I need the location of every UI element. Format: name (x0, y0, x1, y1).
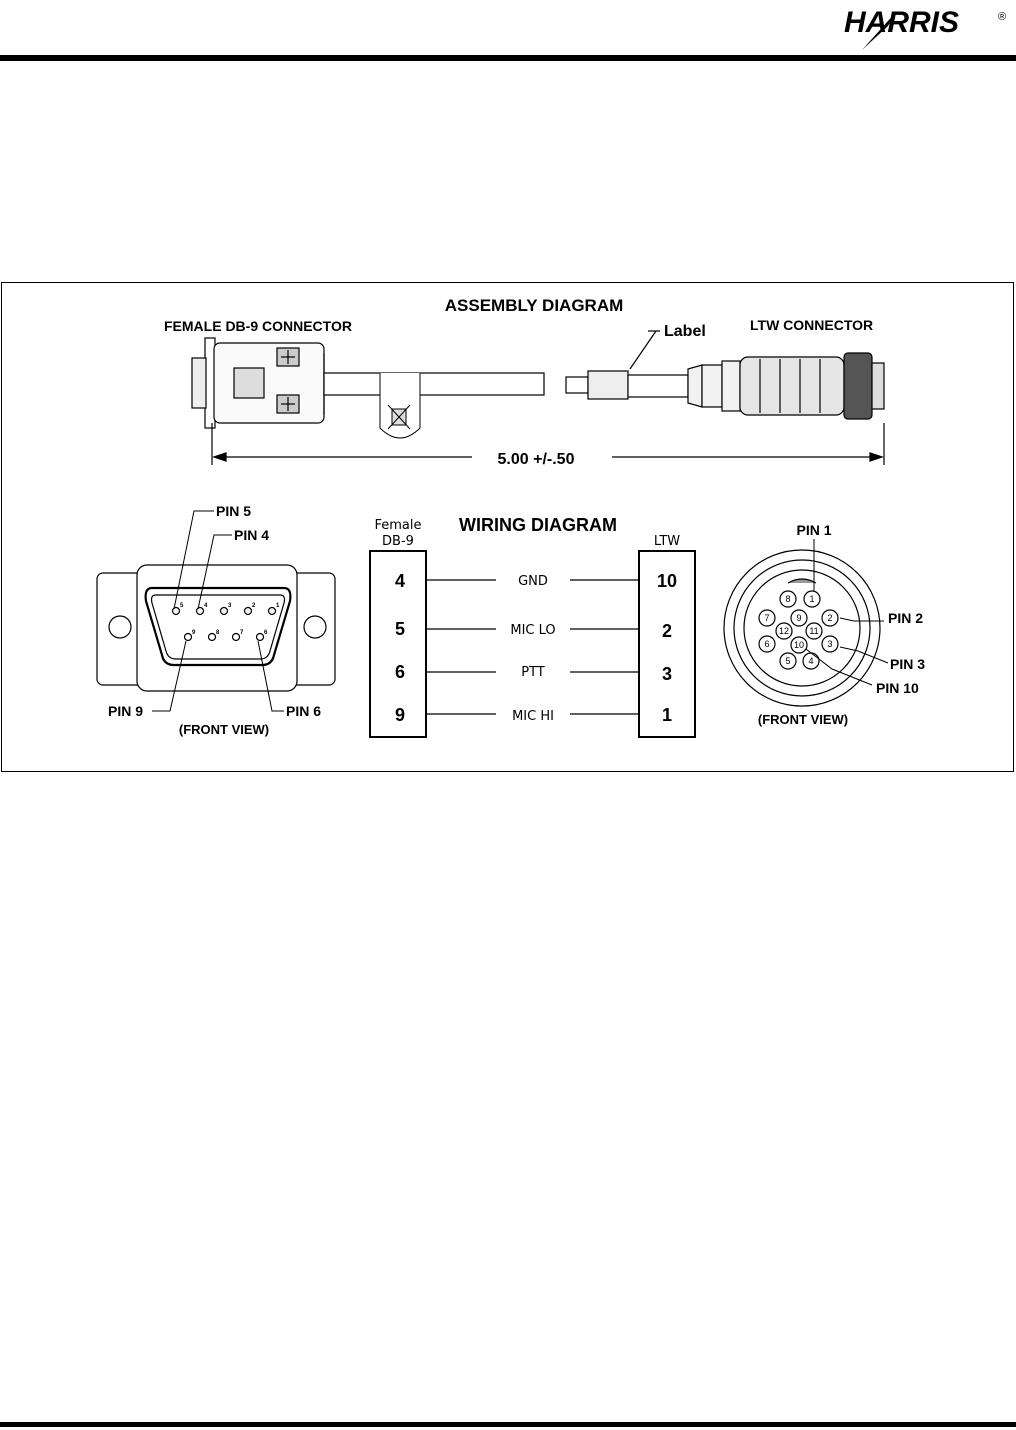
footer-rule (0, 1422, 1016, 1427)
ltw-pin-number: 2 (827, 613, 832, 623)
cable-diagram-figure: ASSEMBLY DIAGRAM FEMALE DB-9 CONNECTOR L… (1, 282, 1014, 772)
ltw-pin10-label: PIN 10 (876, 680, 919, 696)
signal-name-cell: GND (518, 574, 548, 589)
ltw-pin-number-cell: 1 (662, 705, 672, 725)
db9-pin9-label: PIN 9 (108, 703, 143, 719)
ltw-pin-number: 7 (764, 613, 769, 623)
cable-left-segment (324, 373, 544, 395)
wiring-row-ptt: 6 PTT 3 (395, 662, 672, 684)
ltw-pin2-label: PIN 2 (888, 610, 923, 626)
db9-connector-side-icon (192, 338, 324, 428)
wiring-row-mic-hi: 9 MIC HI 1 (395, 705, 672, 725)
ltw-pin-number: 4 (808, 656, 813, 666)
logo-text: HARRIS (844, 6, 959, 39)
harris-logo: HARRIS ® (826, 0, 1016, 52)
weee-tag-icon (380, 373, 420, 438)
ltw-pin-number: 1 (809, 594, 814, 604)
assembly-diagram-title: ASSEMBLY DIAGRAM (445, 296, 624, 315)
db9-pin-number-cell: 9 (395, 705, 405, 725)
db9-column-header-line1: Female (374, 518, 421, 533)
db9-pin-number-cell: 5 (395, 619, 405, 639)
ltw-pin-number: 6 (764, 639, 769, 649)
db9-pin5-label: PIN 5 (216, 503, 251, 519)
ltw-pin-number: 10 (794, 640, 804, 650)
ltw-pin-number-cell: 3 (662, 664, 672, 684)
ltw-front-view-caption: (FRONT VIEW) (758, 712, 848, 727)
label-callout-leader (630, 331, 656, 369)
ltw-pin-number-cell: 10 (657, 571, 677, 591)
db9-pin-number-cell: 4 (395, 571, 405, 591)
ltw-column-header: LTW (654, 534, 680, 549)
label-callout-text: Label (664, 323, 706, 340)
db9-front-view-icon (97, 565, 335, 691)
header-rule (0, 55, 1016, 61)
ltw-pin1-label: PIN 1 (796, 522, 831, 538)
cable-diagram-svg: ASSEMBLY DIAGRAM FEMALE DB-9 CONNECTOR L… (2, 283, 1015, 773)
ltw-pin-number: 3 (827, 639, 832, 649)
ltw-connector-side-icon (688, 353, 884, 419)
wiring-diagram-title: WIRING DIAGRAM (459, 515, 617, 535)
ltw-connector-label: LTW CONNECTOR (750, 317, 873, 333)
overall-length-text: 5.00 +/-.50 (498, 451, 575, 468)
logo-registered-mark: ® (998, 11, 1006, 23)
ltw-pin3-label: PIN 3 (890, 656, 925, 672)
ltw-pin-number: 8 (785, 594, 790, 604)
db9-pin6-label: PIN 6 (286, 703, 321, 719)
ltw-pin-circles (759, 591, 838, 669)
ltw-front-view-icon (724, 550, 880, 706)
db9-pin-number-cell: 6 (395, 662, 405, 682)
signal-name-cell: MIC HI (512, 709, 554, 724)
wiring-row-gnd: 4 GND 10 (395, 571, 677, 591)
ltw-pin-number-cell: 2 (662, 621, 672, 641)
signal-name-cell: PTT (521, 665, 545, 680)
ltw-pin-number: 9 (796, 613, 801, 623)
signal-name-cell: MIC LO (510, 623, 555, 638)
db9-front-view-caption: (FRONT VIEW) (179, 722, 269, 737)
ltw-pin-number: 11 (809, 626, 818, 636)
wiring-row-mic-lo: 5 MIC LO 2 (395, 619, 672, 641)
ltw-pin-number: 5 (785, 656, 790, 666)
cable-right-segment (566, 371, 688, 399)
ltw-pin-number: 12 (779, 626, 789, 636)
db9-column-header-line2: DB-9 (382, 534, 414, 549)
female-db9-connector-label: FEMALE DB-9 CONNECTOR (164, 318, 352, 334)
db9-pin4-label: PIN 4 (234, 527, 269, 543)
